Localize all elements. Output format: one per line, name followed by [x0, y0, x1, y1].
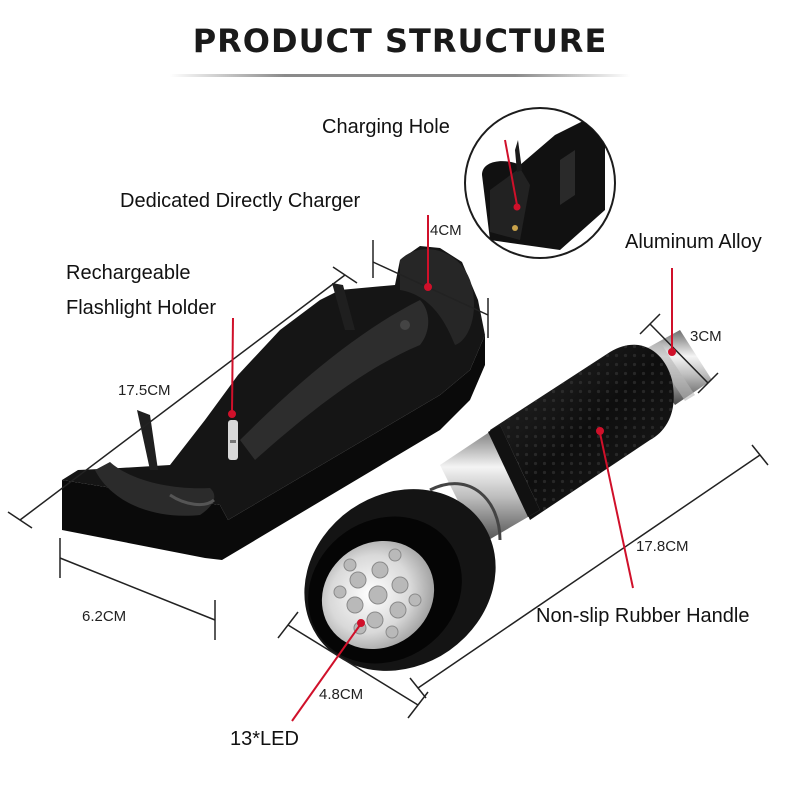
title-underline — [170, 74, 630, 77]
pointer-lines — [228, 139, 676, 722]
label-charging-hole: Charging Hole — [322, 116, 450, 138]
label-holder-line1: Rechargeable — [66, 262, 191, 284]
charger-screw-hole — [400, 320, 410, 330]
dim-head-diameter: 4.8CM — [319, 686, 364, 703]
dim-flashlight-length: 17.8CM — [636, 538, 689, 555]
charger-base — [62, 246, 485, 560]
charger-left-clip — [137, 410, 158, 470]
label-led: 13*LED — [230, 728, 299, 750]
charger-right-clip — [332, 283, 355, 330]
dim-tail-diameter: 3CM — [690, 328, 722, 345]
dim-charger-length: 17.5CM — [118, 382, 171, 399]
dim-charger-width: 6.2CM — [82, 608, 127, 625]
label-holder-line2: Flashlight Holder — [66, 297, 217, 319]
led-array — [333, 548, 422, 639]
page-title: PRODUCT STRUCTURE — [192, 22, 608, 60]
flashlight — [304, 330, 712, 671]
label-aluminum-alloy: Aluminum Alloy — [625, 231, 762, 253]
charging-hole-closeup — [464, 107, 616, 259]
label-rubber-handle: Non-slip Rubber Handle — [536, 605, 750, 627]
label-dedicated-charger: Dedicated Directly Charger — [120, 190, 361, 212]
dim-charger-height: 4CM — [430, 222, 462, 239]
